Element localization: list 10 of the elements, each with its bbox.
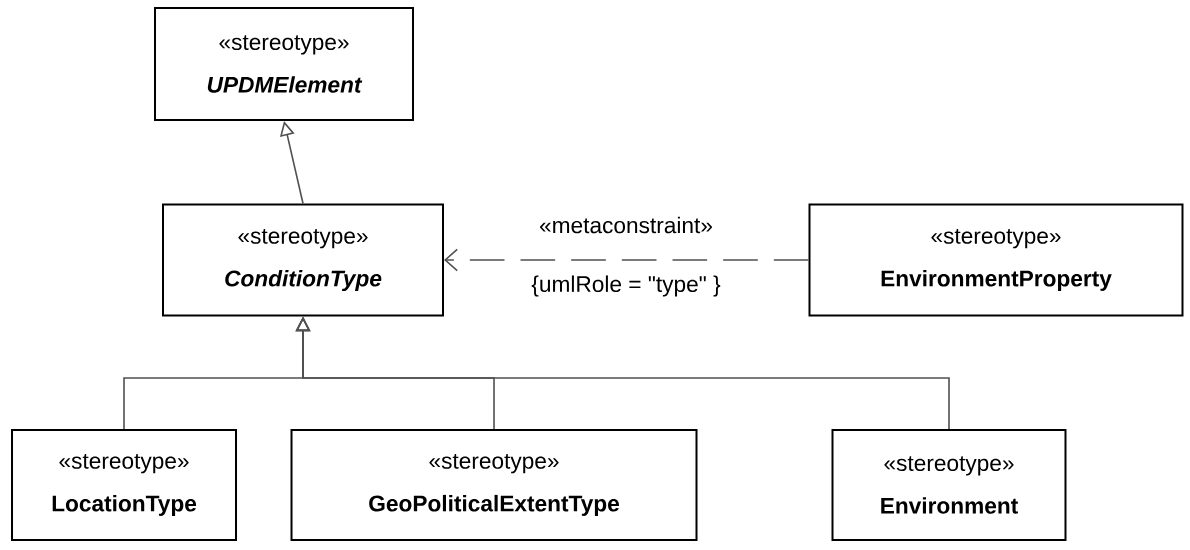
class-box: «stereotype» ConditionType bbox=[162, 203, 444, 317]
arrow bbox=[279, 121, 304, 205]
class-box: «stereotype» Environment bbox=[831, 429, 1067, 541]
edge-label: «metaconstraint» bbox=[537, 215, 715, 235]
arrow bbox=[444, 248, 810, 272]
class-box: «stereotype» GeoPoliticalExtentType bbox=[290, 429, 698, 541]
class-box: «stereotype» UPDMElement bbox=[154, 7, 414, 121]
class-box: «stereotype» LocationType bbox=[11, 429, 237, 541]
constraint-text: {umlRole = "type" } bbox=[531, 275, 721, 297]
class-box: «stereotype» EnvironmentProperty bbox=[808, 203, 1184, 317]
